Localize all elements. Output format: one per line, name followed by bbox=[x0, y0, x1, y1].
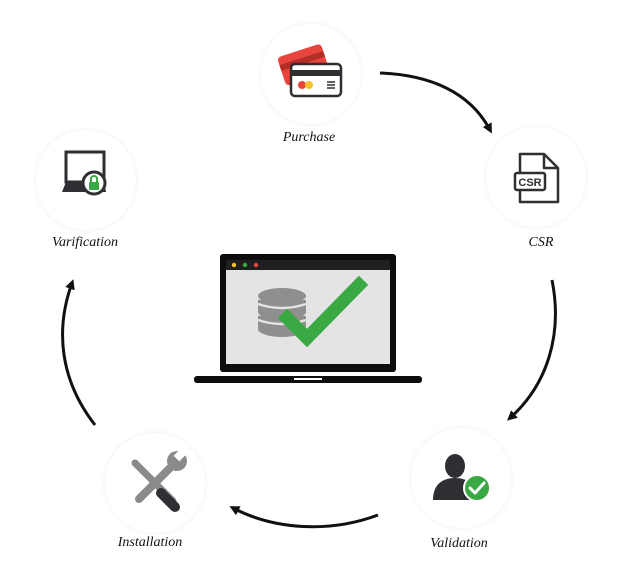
step-label-verification: Varification bbox=[51, 235, 119, 250]
step-label-csr: CSR bbox=[528, 235, 554, 250]
secure-computer-icon bbox=[62, 150, 107, 196]
laptop-database-check-icon bbox=[194, 254, 422, 383]
arrow-installation-to-verification bbox=[61, 279, 97, 426]
credit-card-icon bbox=[278, 44, 343, 98]
step-installation bbox=[105, 433, 205, 533]
step-csr: CSR bbox=[486, 127, 586, 227]
step-label-purchase: Purchase bbox=[282, 130, 336, 145]
user-verified-icon bbox=[433, 454, 491, 502]
step-verification bbox=[36, 130, 136, 230]
step-label-validation: Validation bbox=[430, 536, 488, 551]
step-validation bbox=[411, 428, 511, 528]
wrench-screwdriver-icon bbox=[131, 448, 187, 512]
database-icon bbox=[257, 288, 307, 337]
arrow-csr-to-validation bbox=[507, 279, 557, 421]
arrow-purchase-to-csr bbox=[379, 71, 492, 134]
arrow-validation-to-installation bbox=[229, 506, 379, 529]
csr-icon-text: CSR bbox=[518, 177, 541, 189]
checkmark-icon bbox=[277, 275, 369, 348]
step-purchase bbox=[261, 24, 361, 124]
csr-document-icon: CSR bbox=[513, 152, 560, 204]
step-label-installation: Installation bbox=[117, 535, 183, 550]
